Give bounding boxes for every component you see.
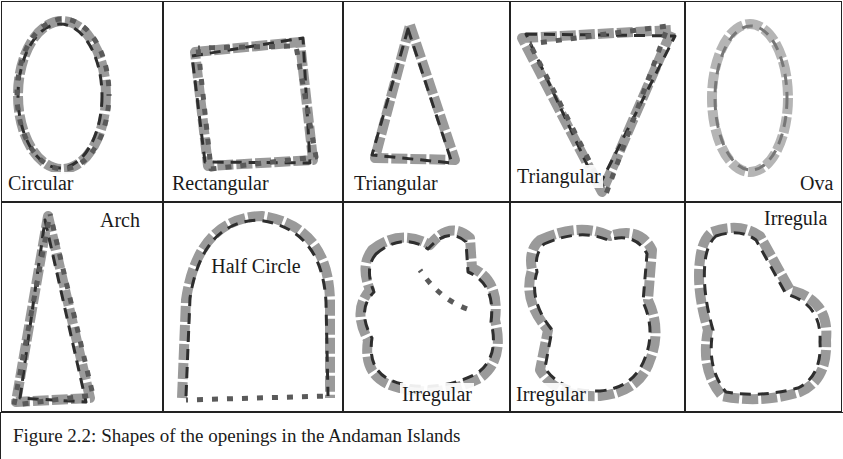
shape-panel: Irregular	[510, 202, 685, 412]
half-circle-opening	[182, 216, 330, 400]
shape-label: Triangular	[352, 172, 440, 195]
shape-label: Irregular	[400, 383, 474, 406]
circular-opening	[17, 19, 109, 169]
shape-panel: Irregula	[685, 202, 842, 412]
shape-label: Triangular	[515, 165, 603, 188]
shape-panel: Triangular	[510, 1, 685, 202]
irregular-opening	[529, 230, 655, 396]
rectangular-opening	[192, 38, 316, 169]
shape-label: Rectangular	[170, 172, 271, 195]
caption-box: Figure 2.2: Shapes of the openings in th…	[0, 412, 843, 459]
shape-panel: Arch	[1, 202, 163, 412]
triangular-opening	[372, 25, 455, 163]
irregular-opening	[360, 230, 497, 391]
shape-label: Circular	[6, 172, 76, 195]
figure-caption: Figure 2.2: Shapes of the openings in th…	[13, 425, 461, 446]
oval-opening	[712, 24, 788, 172]
arch-opening	[14, 214, 93, 405]
shape-label: Arch	[98, 209, 142, 232]
shape-panel: Ova	[685, 1, 842, 202]
irregular-opening	[699, 228, 826, 399]
shape-panel: Irregular	[343, 202, 510, 412]
shape-label: Half Circle	[206, 255, 306, 278]
shape-panel: Half Circle	[163, 202, 343, 412]
shape-panel: Rectangular	[163, 1, 343, 202]
shape-label: Ova	[798, 172, 835, 195]
shape-panel: Circular	[1, 1, 163, 202]
shape-label: Irregula	[762, 207, 829, 230]
shape-label: Irregular	[514, 383, 588, 406]
shape-panel: Triangular	[343, 1, 510, 202]
